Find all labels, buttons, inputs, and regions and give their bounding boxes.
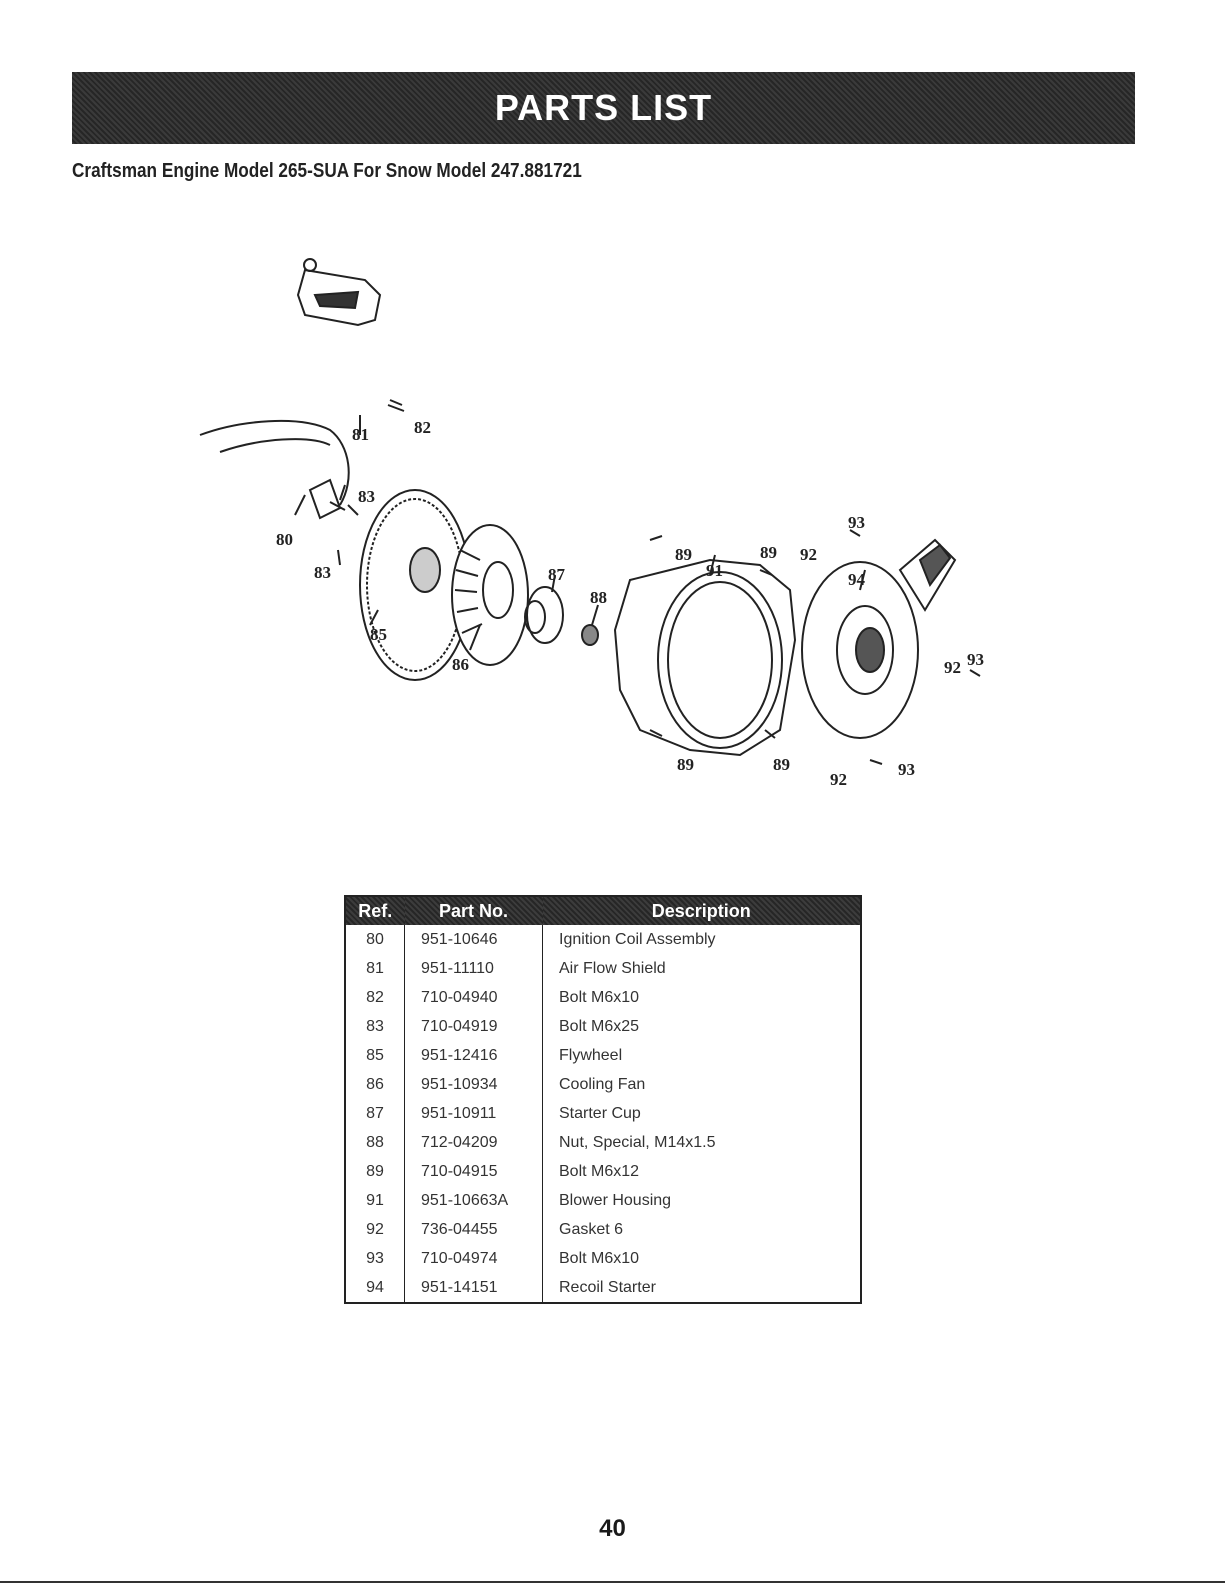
- cell-description: Flywheel: [559, 1046, 623, 1064]
- cell-part-no: 951-14151: [404, 1273, 543, 1303]
- cell-part-no: 710-04974: [404, 1244, 543, 1273]
- banner-title: PARTS LIST: [494, 87, 713, 128]
- cell-description: Blower Housing: [559, 1191, 672, 1209]
- cell-ref: 80: [345, 925, 405, 954]
- callout-91: 91: [706, 561, 723, 580]
- callout-93b: 93: [967, 650, 984, 669]
- bottom-rule: [0, 1581, 1225, 1583]
- callout-83: 83: [358, 487, 375, 506]
- cell-part-no: 951-10646: [404, 925, 543, 954]
- section-banner: PARTS LIST: [72, 72, 1135, 144]
- callout-87: 87: [548, 565, 566, 584]
- callout-89: 89: [675, 545, 692, 564]
- model-subtitle: Craftsman Engine Model 265-SUA For Snow …: [72, 160, 582, 182]
- cell-ref: 87: [345, 1099, 405, 1128]
- callout-82: 82: [414, 418, 431, 437]
- cell-ref: 83: [345, 1012, 405, 1041]
- callout-85: 85: [370, 625, 387, 644]
- callout-94: 94: [848, 570, 866, 589]
- cell-ref: 85: [345, 1041, 405, 1070]
- cell-part-no: 951-10911: [404, 1099, 543, 1128]
- callout-93c: 93: [898, 760, 915, 779]
- header-part-no: Part No.: [404, 896, 543, 925]
- cell-description: Cooling Fan: [559, 1075, 646, 1093]
- diagram-svg: 81 82 83 80 83 85 86 87 88 89 91 89 93 9…: [199, 258, 984, 789]
- cell-part-no: 710-04915: [404, 1157, 543, 1186]
- callout-93: 93: [848, 513, 865, 532]
- cell-description: Air Flow Shield: [559, 959, 666, 977]
- cell-part-no: 710-04919: [404, 1012, 543, 1041]
- cell-ref: 86: [345, 1070, 405, 1099]
- cell-description: Bolt M6x10: [559, 988, 640, 1006]
- page-number: 40: [599, 1515, 626, 1542]
- cell-ref: 89: [345, 1157, 405, 1186]
- cell-ref: 88: [345, 1128, 405, 1157]
- cell-ref: 81: [345, 954, 405, 983]
- callout-86: 86: [452, 655, 469, 674]
- cell-part-no: 710-04940: [404, 983, 543, 1012]
- cell-part-no: 951-10663A: [404, 1186, 543, 1215]
- callout-89c: 89: [677, 755, 694, 774]
- cell-part-no: 712-04209: [404, 1128, 543, 1157]
- callout-89b: 89: [760, 543, 777, 562]
- cell-part-no: 951-10934: [404, 1070, 543, 1099]
- cell-description: Starter Cup: [559, 1104, 641, 1122]
- cell-description: Bolt M6x12: [559, 1162, 640, 1180]
- cell-ref: 82: [345, 983, 405, 1012]
- header-description: Description: [542, 896, 861, 925]
- diagram-drawing: [199, 258, 981, 765]
- cell-description: Ignition Coil Assembly: [559, 930, 716, 948]
- callout-80: 80: [276, 530, 293, 549]
- cell-ref: 91: [345, 1186, 405, 1215]
- cell-part-no: 951-12416: [404, 1041, 543, 1070]
- callout-89d: 89: [773, 755, 790, 774]
- cell-ref: 93: [345, 1244, 405, 1273]
- cell-description: Gasket 6: [559, 1220, 624, 1238]
- exploded-parts-diagram: 81 82 83 80 83 85 86 87 88 89 91 89 93 9…: [180, 240, 1040, 810]
- cell-part-no: 736-04455: [404, 1215, 543, 1244]
- cell-description: Bolt M6x10: [559, 1249, 640, 1267]
- callout-83b: 83: [314, 563, 331, 582]
- cell-description: Nut, Special, M14x1.5: [559, 1133, 716, 1151]
- header-ref: Ref.: [345, 896, 405, 925]
- cell-description: Bolt M6x25: [559, 1017, 640, 1035]
- cell-part-no: 951-11110: [404, 954, 543, 983]
- callout-92c: 92: [830, 770, 847, 789]
- diagram-callouts: 81 82 83 80 83 85 86 87 88 89 91 89 93 9…: [276, 418, 984, 789]
- cell-description: Recoil Starter: [559, 1278, 656, 1296]
- cell-ref: 92: [345, 1215, 405, 1244]
- callout-88: 88: [590, 588, 607, 607]
- callout-92b: 92: [944, 658, 961, 677]
- parts-table-header: Ref. Part No. Description: [345, 896, 861, 925]
- cell-ref: 94: [345, 1273, 405, 1303]
- callout-92: 92: [800, 545, 817, 564]
- callout-81: 81: [352, 425, 369, 444]
